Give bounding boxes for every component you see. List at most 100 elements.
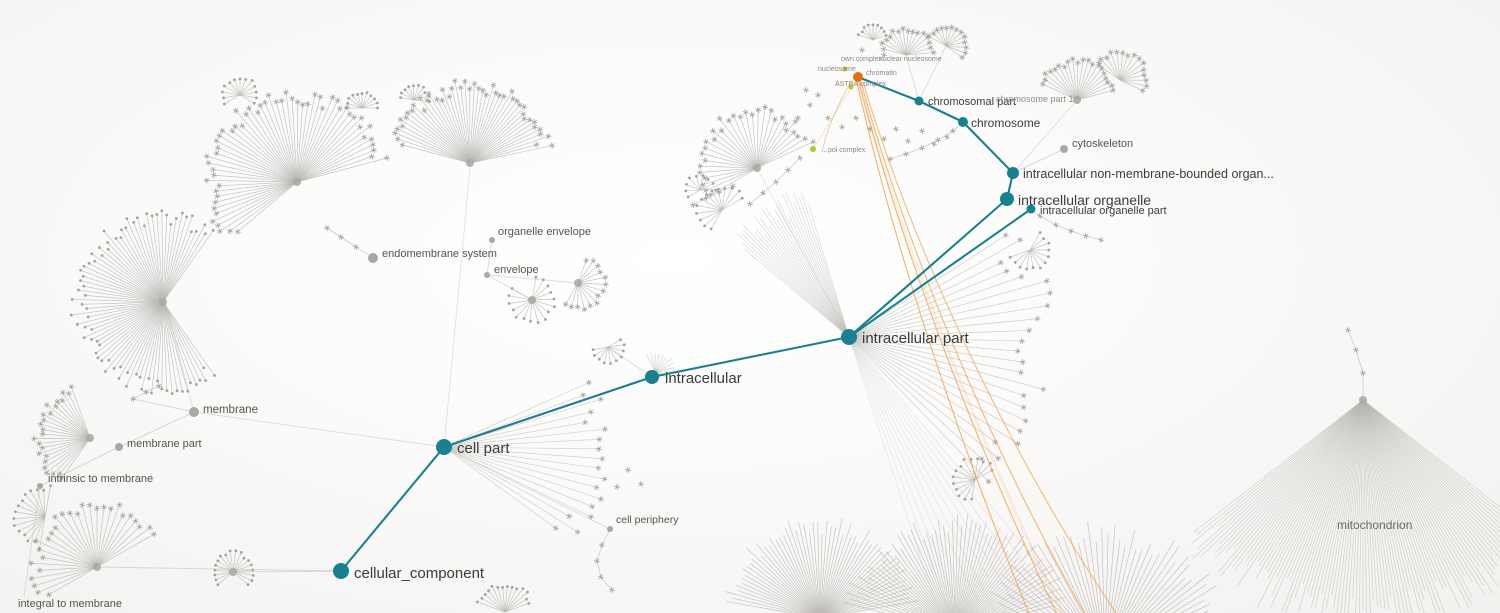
endomembrane-system-label[interactable]: endomembrane system [382, 248, 497, 260]
fan-ray [593, 346, 609, 350]
leaf-star-icon [742, 109, 749, 116]
membrane-label[interactable]: membrane [203, 404, 258, 416]
star-center [592, 259, 595, 262]
cytoskeleton-node[interactable] [1060, 145, 1068, 153]
leaf-dot [214, 578, 218, 582]
leaf-star-icon [779, 114, 786, 121]
fan-ray [1148, 577, 1186, 613]
leaf-dot [239, 550, 243, 554]
leaf-dot [198, 378, 202, 382]
pol-complex-node[interactable] [810, 146, 816, 152]
fan-ray [1311, 399, 1364, 608]
leaf-star-icon [229, 127, 236, 134]
intracellular-organelle-part-label[interactable]: intracellular organelle part [1040, 205, 1167, 217]
green-node-1-node[interactable] [842, 66, 848, 72]
intracellular-organelle-part-node[interactable] [1026, 204, 1036, 214]
intrinsic-to-membrane-label[interactable]: intrinsic to membrane [48, 473, 153, 485]
integral-to-membrane-label[interactable]: integral to membrane [18, 598, 122, 610]
star-center [812, 140, 815, 143]
fan-ray [215, 181, 298, 192]
fan-ray [1037, 543, 1080, 613]
fan-ray [923, 538, 950, 613]
intracellular-part-label[interactable]: intracellular part [862, 330, 970, 347]
fan-hub-node[interactable] [1359, 396, 1367, 404]
leaf-star-icon [1052, 221, 1060, 229]
chromosome-label[interactable]: chromosome [971, 116, 1041, 130]
cell-periphery-label[interactable]: cell periphery [616, 514, 679, 526]
fan-ray [889, 36, 907, 56]
membrane-part-node[interactable] [115, 443, 123, 451]
star-center [792, 131, 795, 134]
chromosome-node[interactable] [958, 117, 968, 127]
leaf-star-icon [399, 141, 406, 148]
leaf-dot [884, 33, 888, 37]
gray-edge [193, 411, 445, 448]
leaf-dot [181, 389, 184, 393]
fan-hub-node[interactable] [159, 298, 167, 306]
cytoskeleton-label[interactable]: cytoskeleton [1072, 138, 1133, 150]
cellular-component-node[interactable] [333, 563, 349, 579]
envelope-label[interactable]: envelope [494, 264, 539, 276]
fan-ray [1362, 399, 1470, 609]
leaf-star-icon [457, 84, 464, 91]
cell-part-node[interactable] [436, 439, 452, 455]
fan-ray [905, 30, 909, 56]
fan-ray [217, 147, 298, 183]
leaf-star-icon [1140, 59, 1147, 66]
fan-hub-node[interactable] [466, 159, 474, 167]
endomembrane-system-node[interactable] [368, 253, 378, 263]
fan-hub-node[interactable] [753, 164, 761, 172]
leaf-star-icon [368, 136, 375, 143]
cell-periphery-node[interactable] [607, 526, 613, 532]
intracellular-nmbo-node[interactable] [1007, 167, 1019, 179]
mitochondrion-label[interactable]: mitochondrion [1337, 518, 1412, 532]
intrinsic-to-membrane-node[interactable] [37, 483, 43, 489]
star-center [58, 472, 61, 475]
star-center [930, 46, 932, 49]
chromosomal-part-label[interactable]: chromosomal part [928, 96, 1016, 108]
organelle-envelope-node[interactable] [489, 237, 495, 243]
fan-ray [96, 515, 132, 568]
nucleosome-node[interactable] [853, 72, 863, 82]
leaf-star-icon [424, 97, 431, 104]
fan-ray [296, 104, 304, 183]
leaf-dot [514, 315, 518, 319]
star-center [999, 261, 1002, 264]
fan-hub-node[interactable] [1073, 96, 1081, 104]
membrane-node[interactable] [189, 407, 199, 417]
leaf-dot [117, 377, 121, 380]
star-center [932, 32, 935, 35]
chromosome-part-1-label[interactable]: chromosome part 1 [996, 94, 1074, 104]
intracellular-organelle-node[interactable] [1000, 192, 1014, 206]
intracellular-nmbo-label[interactable]: intracellular non-membrane-bounded organ… [1023, 167, 1274, 181]
leaf-star-icon [402, 114, 409, 121]
leaf-star-icon [312, 91, 319, 98]
intracellular-label[interactable]: intracellular [665, 370, 742, 387]
fan-hub-node[interactable] [86, 434, 94, 442]
star-center [205, 155, 208, 158]
fan-cluster [736, 192, 850, 338]
fan-hub-node[interactable] [293, 178, 301, 186]
intracellular-part-node[interactable] [841, 329, 857, 345]
chromosomal-part-node[interactable] [914, 96, 924, 106]
leaf-dot [234, 549, 238, 553]
membrane-part-label[interactable]: membrane part [127, 438, 202, 450]
intracellular-node[interactable] [645, 370, 659, 384]
organelle-envelope-label[interactable]: organelle envelope [498, 226, 591, 238]
fan-ray [71, 301, 164, 316]
star-center [882, 48, 885, 50]
star-center [88, 504, 91, 506]
fan-ray [1158, 573, 1210, 613]
fan-ray [607, 346, 611, 364]
leaf-star-icon [496, 92, 503, 99]
star-center [611, 589, 613, 591]
cellular-component-label[interactable]: cellular_component [354, 565, 485, 582]
envelope-node[interactable] [484, 272, 490, 278]
intracellular-organelle-label[interactable]: intracellular organelle [1018, 192, 1151, 208]
cell-part-label[interactable]: cell part [457, 440, 510, 457]
green-node-2-node[interactable] [848, 84, 854, 90]
fan-ray [769, 225, 850, 338]
leaf-dot [711, 182, 715, 185]
fan-ray [1164, 583, 1207, 613]
